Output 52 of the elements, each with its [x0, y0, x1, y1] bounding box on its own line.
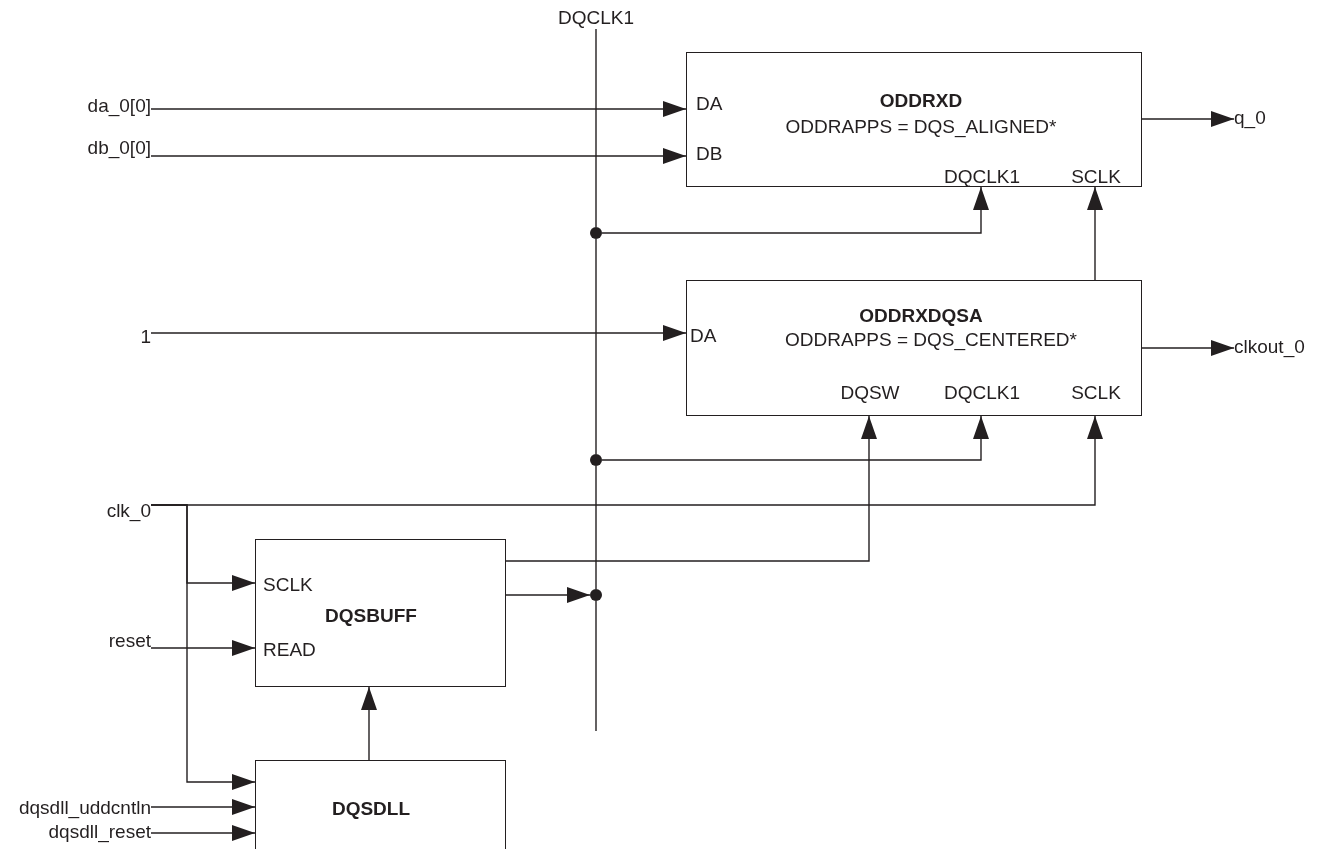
junction-dot — [590, 589, 602, 601]
signal-label: 1 — [140, 326, 151, 348]
signal-label: da_0[0] — [87, 95, 151, 117]
pin-label: DQCLK1 — [944, 166, 1020, 188]
signal-label: dqsdll_reset — [48, 821, 151, 843]
pin-label: DB — [696, 143, 723, 165]
signal-arrow — [150, 640, 256, 656]
pin-label: SCLK — [1071, 382, 1121, 404]
pin-label: READ — [263, 639, 316, 661]
component-block — [255, 539, 506, 687]
signal-arrow — [150, 325, 687, 341]
signal-label: db_0[0] — [87, 137, 151, 159]
pin-label: SCLK — [1071, 166, 1121, 188]
pin-label: DA — [696, 93, 723, 115]
pin-label: DA — [690, 325, 717, 347]
pin-label: DQCLK1 — [944, 382, 1020, 404]
junction-dot — [590, 227, 602, 239]
signal-arrow — [150, 148, 687, 164]
signal-wire — [595, 600, 597, 732]
block-title: DQSBUFF — [325, 605, 417, 627]
component-block — [686, 280, 1142, 416]
block-title: ODDRXD — [879, 90, 963, 112]
junction-dot — [590, 454, 602, 466]
signal-arrow — [1141, 111, 1235, 127]
signal-wire — [595, 465, 597, 590]
signal-wire — [595, 28, 597, 228]
block-title: DQSDLL — [331, 798, 411, 820]
signal-arrow — [150, 504, 256, 790]
block-parameter: ODDRAPPS = DQS_ALIGNED* — [785, 116, 1057, 138]
signal-arrow — [150, 825, 256, 841]
component-block — [686, 52, 1142, 187]
signal-wire — [601, 415, 989, 461]
pin-label: DQSW — [840, 382, 900, 404]
block-title: ODDRXDQSA — [859, 305, 983, 327]
component-block — [255, 760, 506, 849]
signal-wire — [595, 238, 597, 455]
signal-arrow — [505, 415, 877, 562]
signal-arrow — [150, 799, 256, 815]
signal-arrow — [1141, 340, 1235, 356]
signal-label: clkout_0 — [1234, 336, 1305, 358]
signal-label: dqsdll_uddcntln — [18, 797, 151, 819]
block-parameter: ODDRAPPS = DQS_CENTERED* — [785, 329, 1077, 351]
pin-label: SCLK — [263, 574, 313, 596]
signal-label: DQCLK1 — [558, 7, 634, 29]
signal-label: clk_0 — [106, 500, 151, 522]
signal-arrow — [505, 587, 591, 603]
signal-arrow — [1087, 186, 1103, 281]
signal-arrow — [150, 101, 687, 117]
signal-wire — [601, 186, 989, 234]
signal-arrow — [361, 686, 377, 761]
signal-label: reset — [108, 630, 151, 652]
signal-label: q_0 — [1234, 107, 1266, 129]
